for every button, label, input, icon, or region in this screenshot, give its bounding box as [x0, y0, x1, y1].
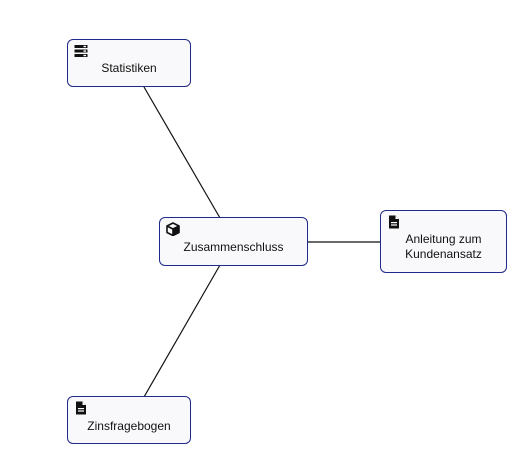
document-icon [74, 401, 88, 415]
node-label: Statistiken [101, 61, 157, 75]
node-anleitung-zum-kundenansatz[interactable]: Anleitung zum Kundenansatz [380, 210, 507, 273]
node-label: Zinsfragebogen [87, 419, 171, 433]
edge-center-statistiken [143, 86, 221, 219]
node-zinsfragebogen[interactable]: Zinsfragebogen [67, 396, 191, 444]
node-label: Anleitung zum Kundenansatz [405, 232, 482, 261]
server-stack-icon [74, 44, 88, 58]
edge-center-zinsfragebogen [143, 264, 221, 398]
node-statistiken[interactable]: Statistiken [67, 39, 191, 87]
node-label: Zusammenschluss [183, 240, 284, 254]
node-zusammenschluss[interactable]: Zusammenschluss [159, 217, 308, 266]
cube-icon [166, 222, 180, 236]
document-icon [387, 215, 401, 229]
